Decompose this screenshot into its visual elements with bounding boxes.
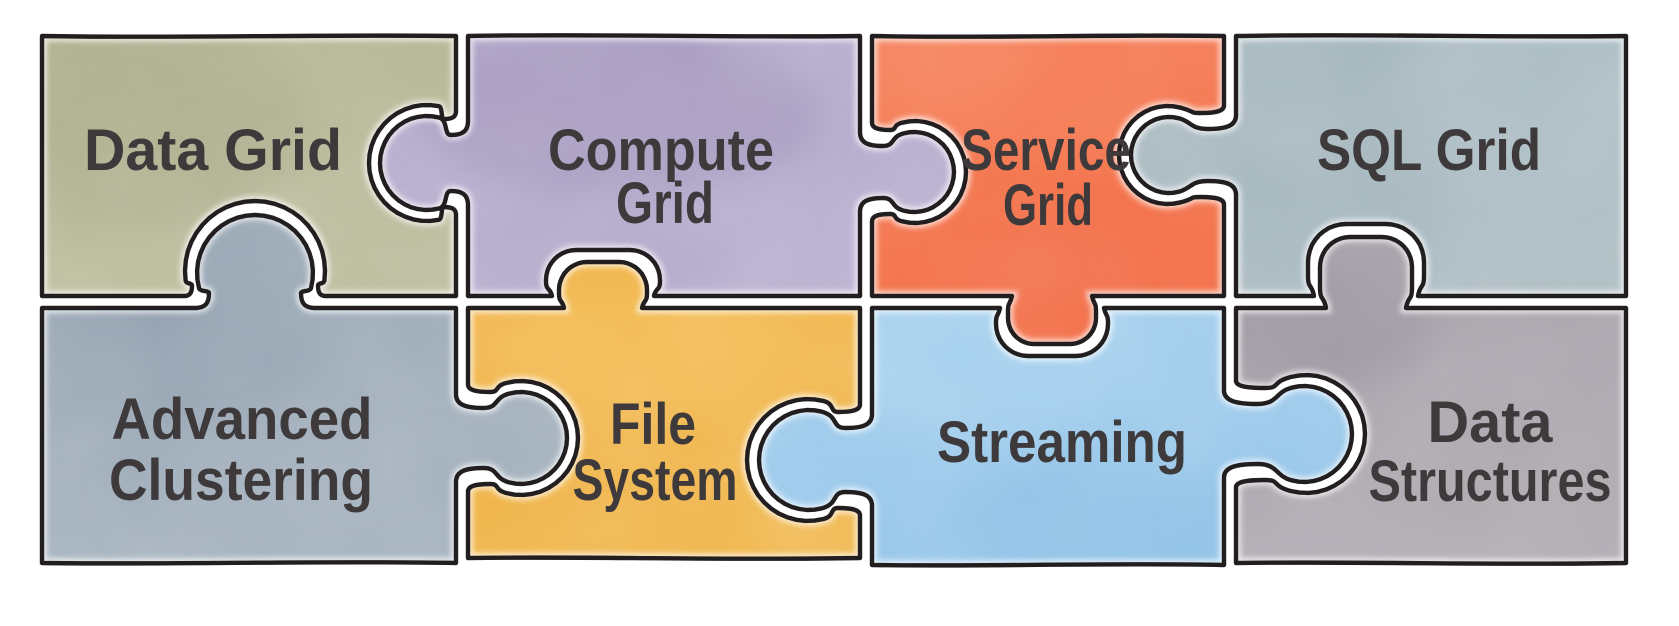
svg-text:System: System [573, 448, 738, 513]
svg-text:Advanced: Advanced [112, 387, 373, 452]
svg-text:Streaming: Streaming [937, 410, 1187, 475]
svg-text:Structures: Structures [1369, 449, 1612, 514]
svg-text:Grid: Grid [616, 171, 714, 236]
svg-text:Compute: Compute [548, 118, 774, 183]
svg-text:Service: Service [961, 118, 1131, 183]
svg-text:Data: Data [1428, 390, 1554, 455]
svg-text:Grid: Grid [1003, 173, 1093, 238]
svg-text:Data Grid: Data Grid [84, 118, 342, 183]
svg-text:File: File [610, 392, 696, 457]
svg-text:Clustering: Clustering [109, 448, 373, 513]
svg-text:SQL Grid: SQL Grid [1317, 118, 1541, 183]
